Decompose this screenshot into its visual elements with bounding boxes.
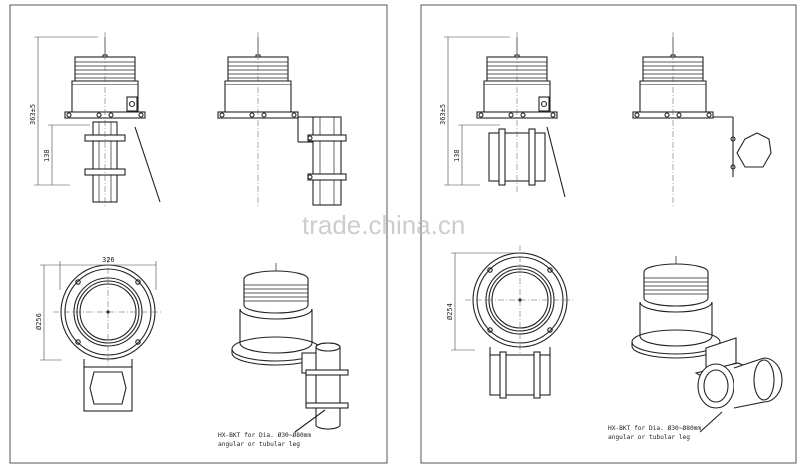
left-bracket-note: HX-BKT for Dia. Ø30~Ø80mm angular or tub… (218, 409, 326, 448)
right-panel-frame (420, 4, 797, 464)
left-height-label: 363±5 (29, 104, 37, 125)
right-bracket-note: HX-BKT for Dia. Ø30~Ø80mm angular or tub… (608, 411, 723, 441)
left-front-view (64, 32, 161, 207)
right-side-view (632, 32, 772, 207)
right-height-dimension: 363±5 138 (439, 36, 510, 186)
left-depth-label: Ø256 (35, 313, 43, 330)
right-depth-label: Ø254 (446, 303, 454, 320)
left-side-view (217, 32, 347, 207)
right-note-line1: HX-BKT for Dia. Ø30~Ø80mm (608, 424, 701, 432)
left-width-label: 326 (102, 256, 115, 264)
left-width-dimension: 326 Ø256 (35, 256, 157, 361)
watermark-text: trade.china.cn (302, 210, 465, 240)
right-height-label: 363±5 (439, 104, 447, 125)
left-note-line2: angular or tubular leg (218, 441, 300, 448)
left-bracket-height-label: 138 (43, 149, 51, 162)
right-front-view (476, 32, 566, 198)
right-3d-view (631, 255, 783, 409)
right-note-line2: angular or tubular leg (608, 434, 690, 441)
left-top-view (52, 256, 164, 412)
right-bracket-height-label: 138 (453, 149, 461, 162)
right-top-view (464, 244, 576, 399)
left-height-dimension: 363±5 138 (29, 36, 98, 186)
right-depth-dimension: Ø254 (446, 252, 520, 351)
left-note-line1: HX-BKT for Dia. Ø30~Ø80mm (218, 431, 311, 439)
left-3d-view (231, 262, 349, 430)
left-panel-frame (9, 4, 388, 464)
